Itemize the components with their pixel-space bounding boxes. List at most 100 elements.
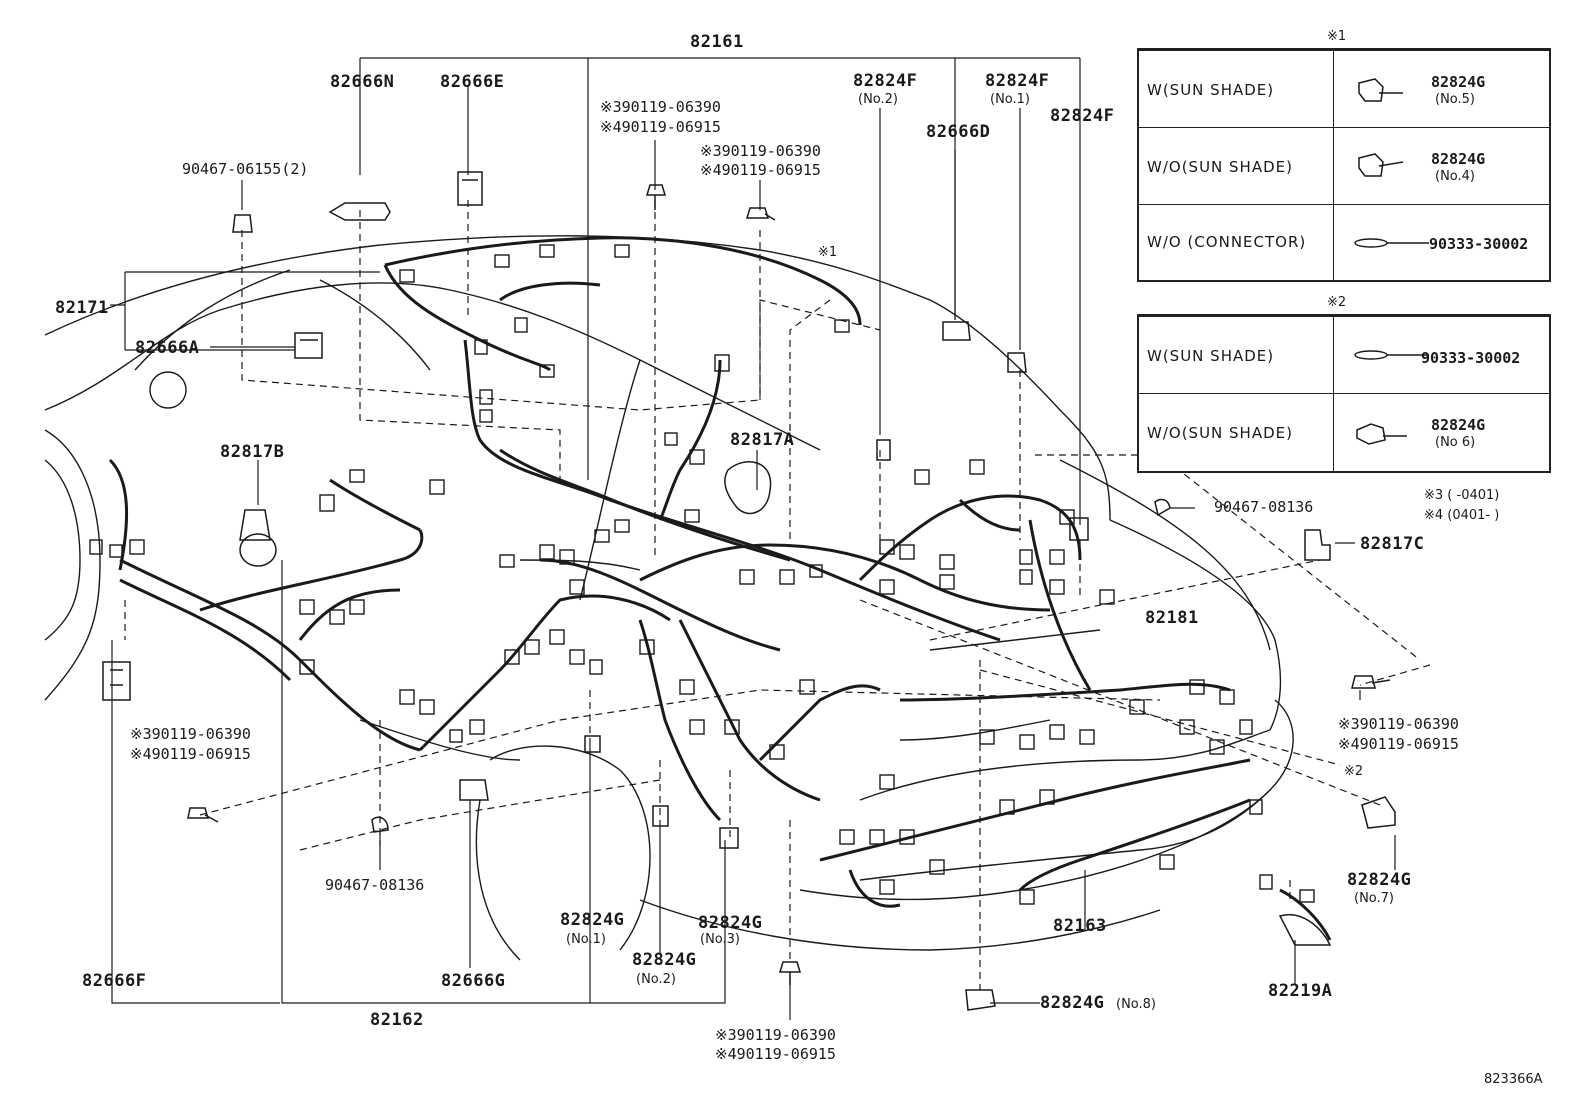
note1-marker-in-drawing: ※1 — [818, 245, 838, 260]
connector-icon — [1358, 153, 1404, 177]
clip-82817C-icon — [1304, 529, 1331, 561]
leader-lines — [110, 57, 1396, 1020]
part-82171-label: 82171 — [55, 298, 109, 318]
connector-82824G-no2-icon — [652, 805, 669, 827]
bolt-bottom-icon — [778, 961, 802, 985]
harness-82219A-icon — [1278, 914, 1332, 946]
car-body-outline — [44, 235, 1294, 961]
note2-marker-in-drawing: ※2 — [1344, 764, 1364, 779]
table1-marker: ※1 — [1327, 29, 1347, 44]
part-82824F-no2-label: 82824F — [853, 71, 918, 91]
clamp-82666N-icon — [328, 202, 391, 221]
part-90467-08136-left-label: 90467-08136 — [325, 876, 425, 894]
clamp-82666G-icon — [459, 779, 489, 801]
grommet-82817A-icon — [724, 461, 772, 515]
table2-row: W(SUN SHADE) 90333-30002 — [1139, 316, 1549, 394]
bolt-top-b-icon — [745, 207, 776, 221]
connector-82824G-no3-icon — [719, 827, 739, 849]
bolt-left-part1: ※390119-06390 — [130, 725, 251, 743]
part-82666N-label: 82666N — [330, 72, 395, 92]
part-82824G-no1-label: 82824G — [560, 910, 625, 930]
bolt-bottom-part2: ※490119-06915 — [715, 1045, 836, 1063]
bolt-bottom-part1: ※390119-06390 — [715, 1026, 836, 1044]
table1-row: W(SUN SHADE) 82824G (No.5) — [1139, 50, 1549, 128]
part-82666G-label: 82666G — [441, 971, 506, 991]
table1-part: 82824G — [1431, 150, 1486, 168]
part-90467-06155-label: 90467-06155(2) — [182, 160, 309, 178]
table1-part-sub: (No.5) — [1435, 92, 1475, 107]
table1-row: W/O(SUN SHADE) 82824G (No.4) — [1139, 127, 1549, 205]
cap-nut-90467-06155-icon — [232, 214, 253, 233]
part-82666F-label: 82666F — [82, 971, 147, 991]
cap-nut-90467-08136-right-icon — [1154, 498, 1171, 517]
bolt-top-a-icon — [645, 184, 667, 210]
part-82666E-label: 82666E — [440, 72, 505, 92]
connector-82824F-no1-icon — [1007, 352, 1027, 373]
clamp-82666F-icon — [102, 661, 131, 701]
part-82817B-label: 82817B — [220, 442, 285, 462]
table1-part-sub: (No.4) — [1435, 169, 1475, 184]
part-90467-08136-right-label: 90467-08136 — [1214, 498, 1314, 516]
note-3: ※3 ( -0401) — [1424, 488, 1500, 503]
connector-82824F-icon — [1069, 517, 1089, 541]
grommet-82817B-icon — [239, 509, 277, 567]
table1-part: 90333-30002 — [1429, 235, 1529, 253]
harness-82162-floor — [638, 619, 881, 822]
bolt-right-part1: ※390119-06390 — [1338, 715, 1459, 733]
table2-row: W/O(SUN SHADE) 82824G (No 6) — [1139, 393, 1549, 470]
part-82666A-label: 82666A — [135, 338, 200, 358]
table1-part: 82824G — [1431, 73, 1486, 91]
table2-part: 82824G — [1431, 416, 1486, 434]
connector-82824F-no2-icon — [876, 439, 891, 461]
bolt-top-a-part2: ※490119-06915 — [600, 118, 721, 136]
bolt-top-a-part1: ※390119-06390 — [600, 98, 721, 116]
part-82181-label: 82181 — [1145, 608, 1199, 628]
connector-82824G-no1-icon — [584, 735, 601, 753]
grommet-icon — [1354, 350, 1429, 360]
part-82824G-no8-label: 82824G — [1040, 993, 1105, 1013]
bolt-right-part2: ※490119-06915 — [1338, 735, 1459, 753]
table1-divider — [1333, 50, 1334, 280]
table2: W(SUN SHADE) 90333-30002 W/O(SUN SHADE) … — [1137, 314, 1551, 473]
clamp-82666E-icon — [457, 171, 483, 206]
part-82161-label: 82161 — [690, 32, 744, 52]
table2-part: 90333-30002 — [1421, 349, 1521, 367]
part-82219A-label: 82219A — [1268, 981, 1333, 1001]
part-82824G-no8-sub: (No.8) — [1116, 997, 1156, 1012]
table1-condition: W/O (CONNECTOR) — [1147, 233, 1307, 251]
part-82824G-no3-sub: (No.3) — [700, 932, 740, 947]
part-82162-label: 82162 — [370, 1010, 424, 1030]
bolt-top-b-part1: ※390119-06390 — [700, 142, 821, 160]
table2-condition: W/O(SUN SHADE) — [1147, 424, 1293, 442]
grommet-icon — [1354, 238, 1429, 248]
part-82824G-no7-label: 82824G — [1347, 870, 1412, 890]
clamp-82666D-icon — [942, 321, 971, 341]
cap-nut-90467-08136-left-icon — [371, 816, 389, 833]
part-82824G-no2-sub: (No.2) — [636, 972, 676, 987]
part-82824G-no3-label: 82824G — [698, 913, 763, 933]
part-82824G-no7-sub: (No.7) — [1354, 891, 1394, 906]
part-82824F-label: 82824F — [1050, 106, 1115, 126]
dashed-leaders — [124, 200, 1431, 990]
connector-82824G-no7-icon — [1361, 796, 1396, 829]
figure-id: 823366A — [1484, 1072, 1543, 1087]
part-82824G-no2-label: 82824G — [632, 950, 697, 970]
table1-condition: W(SUN SHADE) — [1147, 81, 1275, 99]
harness-connectors — [89, 244, 1315, 905]
bolt-top-b-part2: ※490119-06915 — [700, 161, 821, 179]
part-82163-label: 82163 — [1053, 916, 1107, 936]
part-82666D-label: 82666D — [926, 122, 991, 142]
part-82824F-no2-sub: (No.2) — [858, 92, 898, 107]
table1: W(SUN SHADE) 82824G (No.5) W/O(SUN SHADE… — [1137, 48, 1551, 282]
harness-82171-roof — [383, 236, 862, 372]
part-82824F-no1-sub: (No.1) — [990, 92, 1030, 107]
connector-82824G-no8-icon — [965, 989, 996, 1011]
table2-part-sub: (No 6) — [1435, 435, 1476, 450]
table1-row: W/O (CONNECTOR) 90333-30002 — [1139, 204, 1549, 279]
part-82817A-label: 82817A — [730, 430, 795, 450]
bolt-left-part2: ※490119-06915 — [130, 745, 251, 763]
table1-condition: W/O(SUN SHADE) — [1147, 158, 1293, 176]
part-82824G-no1-sub: (No.1) — [566, 932, 606, 947]
bolt-left-icon — [187, 807, 219, 823]
